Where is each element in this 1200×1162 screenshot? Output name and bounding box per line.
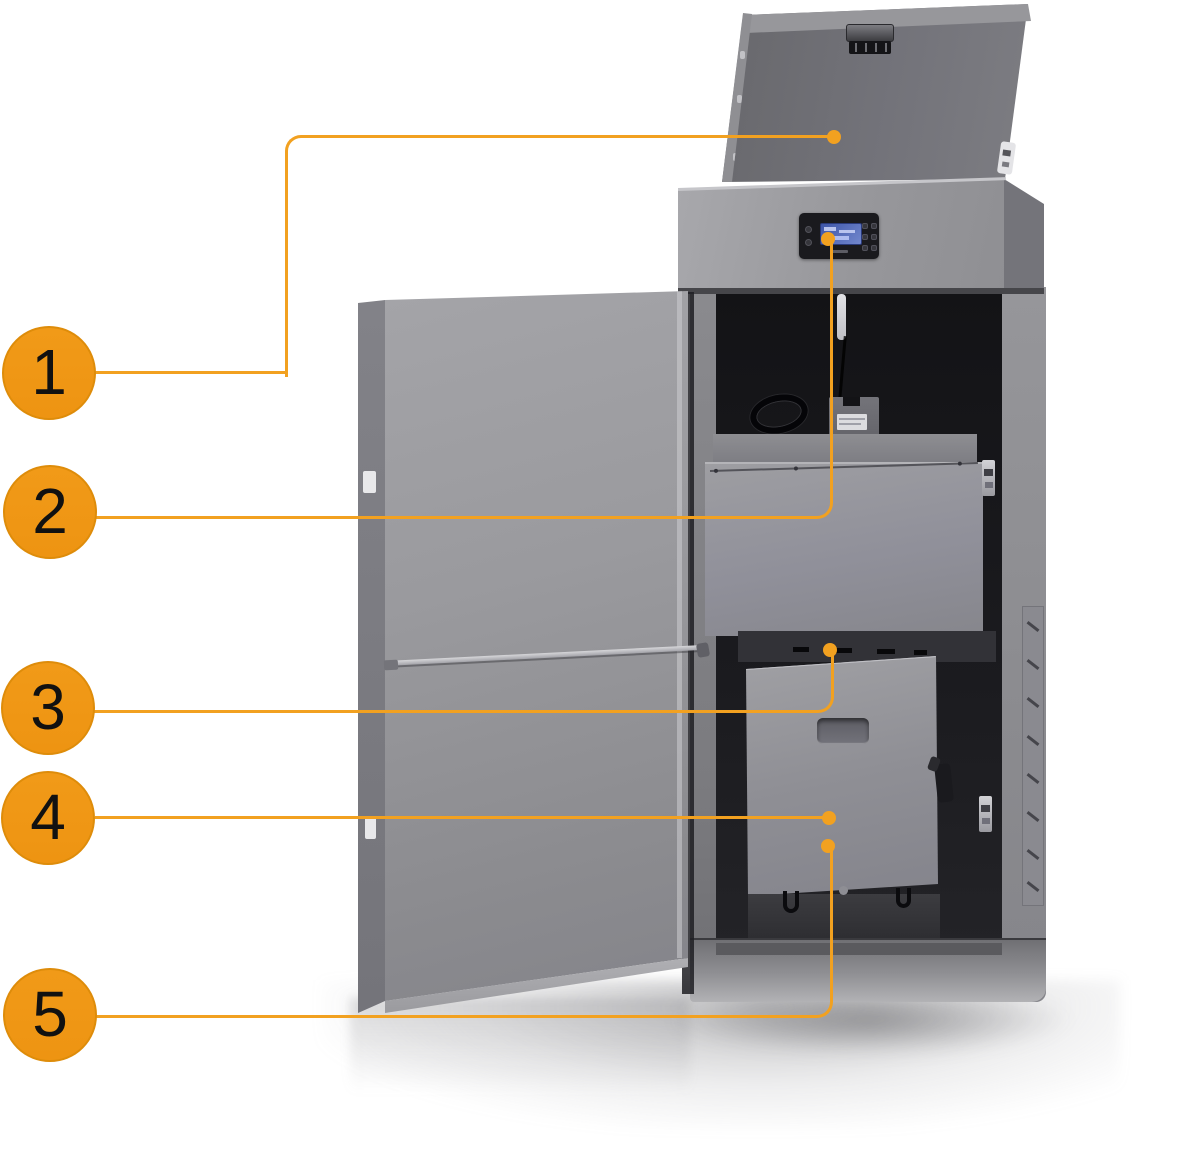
hinge-knuckle [740,51,745,59]
main-door-edge-strip [358,300,385,1013]
combustion-door [746,656,938,896]
latch-mark [981,805,990,812]
cabinet-base [690,938,1046,1002]
label-line [839,418,865,420]
vent-slot [914,650,927,655]
cover-top-highlight [705,462,983,464]
cabinet-left-column [690,292,716,992]
floor-shadow [320,980,1120,1130]
auger-motor-box [829,397,879,438]
callout-2-endpoint [821,232,835,246]
door-reflection [350,998,690,1093]
hinge-knuckle [737,95,742,103]
vent-strip [738,631,996,662]
callout-3-badge: 3 [1,661,95,755]
panel-button [805,226,812,233]
lcd-segment [839,230,855,233]
latch-mark [984,469,993,476]
label-line [839,423,861,425]
heat-exchanger-top-box [713,434,977,463]
combustion-door-handle-recess [817,718,869,744]
vent-slot [834,648,852,653]
fin-tick [885,43,887,52]
callout-5-line [93,848,833,1018]
lid-latch [996,141,1017,175]
louver-slit [1026,621,1040,632]
door-right-edge-highlight [677,291,682,958]
callout-2-line [93,240,833,519]
louver-slit [1026,849,1040,860]
latch-mark [985,482,993,488]
callout-3-line [94,652,834,713]
latch-mark [1001,161,1010,168]
latch-hook-left [783,891,799,913]
lid-handle-fins [849,41,891,54]
latch-hook-right [896,888,911,908]
callout-5-endpoint [821,839,835,853]
callout-4-endpoint [822,811,836,825]
callout-5-badge: 5 [3,968,97,1062]
panel-button [871,245,877,251]
louver-slit [1026,659,1040,670]
panel-button [862,234,868,240]
callout-4-badge: 4 [1,771,95,865]
louver-slit [1026,881,1040,892]
door-hinge-pin [363,471,376,493]
louver-slit [1026,773,1040,784]
lid-handle [846,24,894,42]
frame-latch-lower [979,796,992,832]
panel-logo [830,250,848,253]
panel-button [871,223,877,229]
fin-tick [865,43,867,52]
fin-tick [875,43,877,52]
base-top-line [690,938,1046,940]
door-knob-dot [839,886,848,895]
door-hinge-pin [365,817,376,839]
panel-button [862,223,868,229]
callout-1-endpoint [827,130,841,144]
callout-1-line [285,135,837,377]
latch-mark [1002,149,1012,157]
main-door-panel [385,291,688,1001]
callout-3-endpoint [823,643,837,657]
panel-button [862,245,868,251]
motor-label [837,414,867,430]
fin-tick [855,43,857,52]
lcd-segment [827,236,849,240]
latch-mark [982,818,990,824]
vent-slot [793,647,809,652]
callout-1-line-stub [93,371,287,374]
callout-4-line [95,816,829,819]
panel-button [805,239,812,246]
lcd-segment [824,227,836,231]
motor-notch [843,397,860,406]
auger-tube [837,294,846,340]
callout-1-badge: 1 [2,326,96,420]
hopper-side-panel [1004,179,1044,291]
frame-latch-upper [982,460,995,496]
louver-slit [1026,811,1040,822]
louver-slit [1026,697,1040,708]
louver-slit [1026,735,1040,746]
hopper-bottom-shadow [678,288,1044,294]
vent-slot [877,649,895,654]
base-sill [716,943,1002,955]
callout-2-badge: 2 [3,465,97,559]
side-louver-panel [1022,606,1044,906]
panel-button [871,234,877,240]
heat-exchanger-cover [705,462,983,636]
